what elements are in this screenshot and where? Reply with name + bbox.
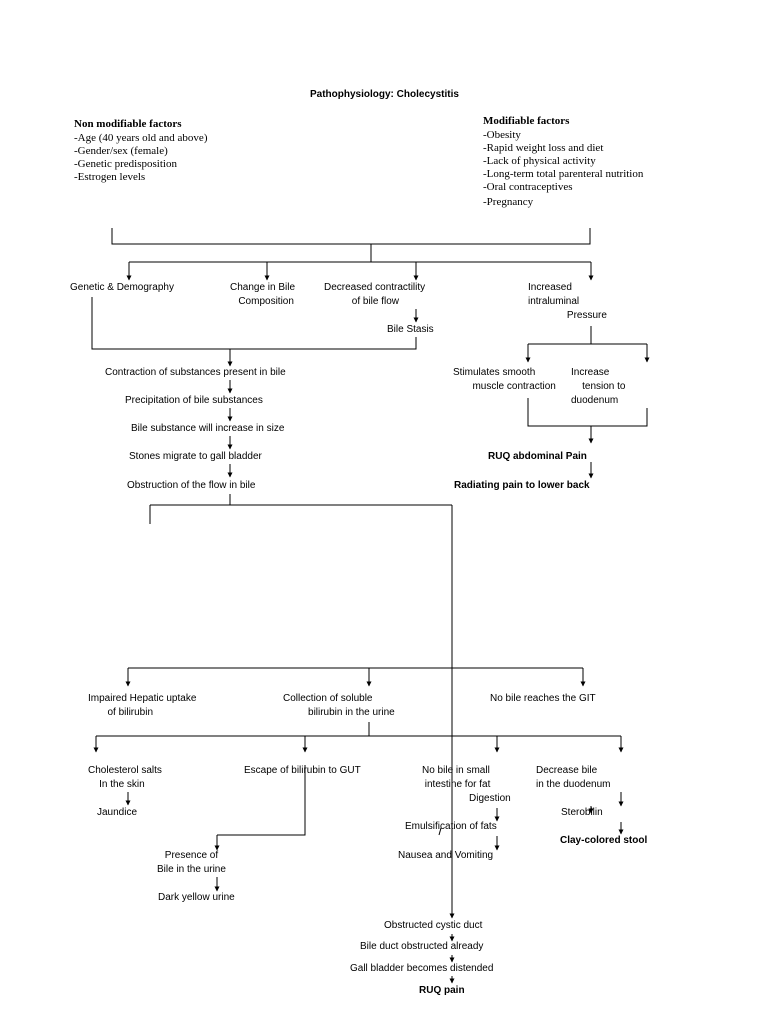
- node-intraluminal-pressure: Increased intraluminal Pressure: [528, 282, 607, 321]
- node-no-bile-git: No bile reaches the GIT: [490, 693, 596, 704]
- node-genetic-demography: Genetic & Demography: [70, 282, 174, 293]
- node-sterobilin: Sterobilin: [561, 807, 603, 818]
- list-item: -Genetic predisposition: [74, 158, 177, 170]
- node-increase-size: Bile substance will increase in size: [131, 423, 285, 434]
- node-dark-yellow-urine: Dark yellow urine: [158, 892, 235, 903]
- node-stones-migrate: Stones migrate to gall bladder: [129, 451, 262, 462]
- node-ruq-pain: RUQ pain: [419, 985, 465, 996]
- node-bile-stasis: Bile Stasis: [387, 324, 434, 335]
- node-decrease-bile: Decrease bile in the duodenum: [536, 765, 611, 790]
- node-radiating-pain: Radiating pain to lower back: [454, 480, 590, 491]
- node-nausea-vomiting: Nausea and Vomiting: [398, 850, 494, 861]
- list-item: -Gender/sex (female): [74, 145, 168, 157]
- list-item: -Lack of physical activity: [483, 155, 596, 167]
- modifiable-heading: Modifiable factors: [483, 115, 570, 127]
- node-increase-tension: Increase tension to duodenum: [571, 367, 626, 406]
- node-presence-bile-urine: Presence of Bile in the urine: [157, 850, 226, 875]
- list-item: -Rapid weight loss and diet: [483, 142, 604, 154]
- node-precipitation: Precipitation of bile substances: [125, 395, 263, 406]
- node-bile-duct-obstructed: Bile duct obstructed already: [360, 941, 484, 952]
- node-bile-composition: Change in Bile Composition: [230, 282, 296, 307]
- node-clay-colored-stool: Clay-colored stool: [560, 835, 648, 846]
- non-modifiable-heading: Non modifiable factors: [74, 118, 182, 130]
- list-item: -Oral contraceptives: [483, 181, 573, 193]
- list-item: -Age (40 years old and above): [74, 132, 208, 144]
- node-contraction-substances: Contraction of substances present in bil…: [105, 367, 286, 378]
- list-item: -Long-term total parenteral nutrition: [483, 168, 644, 180]
- node-gall-bladder-distended: Gall bladder becomes distended: [350, 963, 494, 974]
- node-no-bile-small-intestine: No bile in small intestine for fat: [422, 765, 491, 790]
- node-obstruction-flow: Obstruction of the flow in bile: [127, 480, 256, 491]
- node-digestion: Digestion: [469, 793, 511, 804]
- node-decreased-contractility: Decreased contractility of bile flow: [324, 282, 426, 307]
- list-item: -Obesity: [483, 129, 521, 141]
- page-title: Pathophysiology: Cholecystitis: [310, 89, 459, 100]
- node-ruq-abdominal-pain: RUQ abdominal Pain: [488, 451, 587, 462]
- list-item: -Pregnancy: [483, 196, 534, 208]
- node-escape-bilirubin: Escape of bilirubin to GUT: [244, 765, 361, 776]
- node-cholesterol-salts: Cholesterol salts In the skin: [88, 765, 162, 790]
- node-emulsification: Emulsification of fats: [405, 821, 497, 832]
- node-collection-bilirubin: Collection of soluble bilirubin in the u…: [283, 693, 395, 718]
- node-jaundice: Jaundice: [97, 807, 138, 818]
- list-item: -Estrogen levels: [74, 171, 146, 183]
- node-obstructed-cystic-duct: Obstructed cystic duct: [384, 920, 483, 931]
- node-stimulates-smooth-muscle: Stimulates smooth muscle contraction: [453, 367, 556, 392]
- node-impaired-hepatic: Impaired Hepatic uptake of bilirubin: [88, 693, 197, 718]
